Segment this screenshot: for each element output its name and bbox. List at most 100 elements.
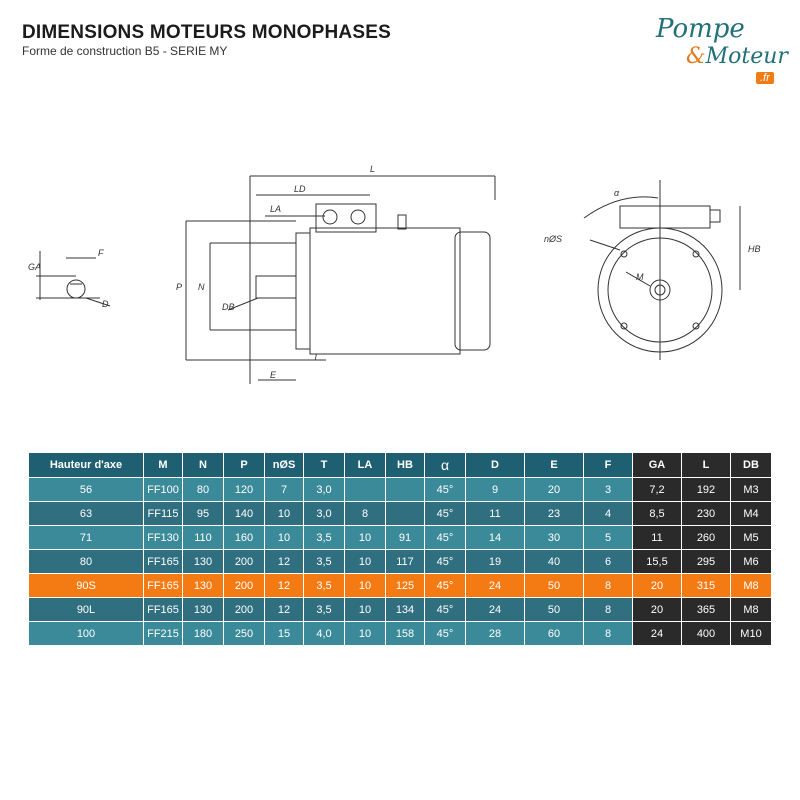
table-cell: 400: [682, 622, 730, 645]
table-cell: 80: [29, 550, 143, 573]
table-cell: FF130: [144, 526, 182, 549]
logo-tld: .fr: [756, 72, 774, 84]
table-cell: 158: [386, 622, 424, 645]
table-cell: FF115: [144, 502, 182, 525]
col-header: N: [183, 453, 223, 477]
table-cell: 3,5: [304, 550, 344, 573]
table-cell: 125: [386, 574, 424, 597]
col-header: Hauteur d'axe: [29, 453, 143, 477]
col-header: E: [525, 453, 583, 477]
table-cell: 8: [345, 502, 385, 525]
logo-moteur: Moteur: [705, 44, 788, 69]
table-cell: 4,0: [304, 622, 344, 645]
table-cell: 200: [224, 550, 264, 573]
table-cell: 8: [584, 574, 632, 597]
table-cell: 30: [525, 526, 583, 549]
table-cell: 56: [29, 478, 143, 501]
table-cell: M10: [731, 622, 771, 645]
table-cell: 11: [466, 502, 524, 525]
label-hb: HB: [748, 244, 761, 254]
col-header: P: [224, 453, 264, 477]
table-cell: 23: [525, 502, 583, 525]
table-cell: M3: [731, 478, 771, 501]
table-cell: 100: [29, 622, 143, 645]
table-cell: 28: [466, 622, 524, 645]
col-header: nØS: [265, 453, 303, 477]
col-header: L: [682, 453, 730, 477]
table-cell: 50: [525, 574, 583, 597]
table-cell: 90S: [29, 574, 143, 597]
table-cell: 63: [29, 502, 143, 525]
table-cell: 14: [466, 526, 524, 549]
table-cell: 3,5: [304, 574, 344, 597]
table-cell: 15,5: [633, 550, 681, 573]
table-cell: 315: [682, 574, 730, 597]
col-header: LA: [345, 453, 385, 477]
table-cell: 10: [345, 622, 385, 645]
table-cell: 10: [265, 502, 303, 525]
table-cell: 3,0: [304, 502, 344, 525]
table-cell: 45°: [425, 526, 465, 549]
front-view-figure: [583, 180, 741, 360]
table-cell: 10: [345, 526, 385, 549]
label-ld: LD: [294, 184, 306, 194]
col-header: GA: [633, 453, 681, 477]
table-cell: 110: [183, 526, 223, 549]
logo-amp: &: [686, 44, 706, 69]
table-cell: 180: [183, 622, 223, 645]
table-cell: 10: [345, 574, 385, 597]
label-ga: GA: [28, 262, 41, 272]
table-cell: 8: [584, 622, 632, 645]
table-cell: [345, 478, 385, 501]
table-cell: M8: [731, 598, 771, 621]
shaft-section-figure: [36, 251, 111, 307]
table-cell: 24: [466, 574, 524, 597]
table-cell: 295: [682, 550, 730, 573]
table-cell: 24: [466, 598, 524, 621]
table-cell: 45°: [425, 622, 465, 645]
table-cell: [386, 502, 424, 525]
table-cell: 7: [265, 478, 303, 501]
col-header: HB: [386, 453, 424, 477]
table-cell: 3,5: [304, 526, 344, 549]
table-cell: FF215: [144, 622, 182, 645]
table-cell: 60: [525, 622, 583, 645]
table-cell: 45°: [425, 550, 465, 573]
label-nos: nØS: [544, 234, 562, 244]
table-cell: 4: [584, 502, 632, 525]
table-cell: 12: [265, 598, 303, 621]
table-cell: 40: [525, 550, 583, 573]
table-cell: 120: [224, 478, 264, 501]
label-l: L: [370, 164, 375, 174]
motor-drawing: GA F D L LD LA P N DB T E α nØS M HB: [28, 164, 761, 384]
label-f: F: [98, 248, 104, 258]
table-cell: 140: [224, 502, 264, 525]
label-e: E: [270, 370, 277, 380]
table-cell: 192: [682, 478, 730, 501]
table-cell: FF165: [144, 550, 182, 573]
table-cell: 160: [224, 526, 264, 549]
label-d: D: [102, 299, 109, 309]
table-cell: 10: [265, 526, 303, 549]
table-cell: 3,5: [304, 598, 344, 621]
label-la: LA: [270, 204, 281, 214]
label-alpha: α: [614, 188, 620, 198]
table-cell: 20: [633, 598, 681, 621]
table-cell: 117: [386, 550, 424, 573]
table-cell: 9: [466, 478, 524, 501]
table-cell: 250: [224, 622, 264, 645]
table-cell: 19: [466, 550, 524, 573]
table-cell: 12: [265, 574, 303, 597]
table-cell: 230: [682, 502, 730, 525]
label-m: M: [636, 272, 644, 282]
table-cell: 8: [584, 598, 632, 621]
table-cell: 45°: [425, 478, 465, 501]
table-cell: 10: [345, 550, 385, 573]
page-subtitle: Forme de construction B5 - SERIE MY: [22, 44, 228, 58]
table-cell: 20: [633, 574, 681, 597]
side-view-figure: [185, 175, 496, 384]
